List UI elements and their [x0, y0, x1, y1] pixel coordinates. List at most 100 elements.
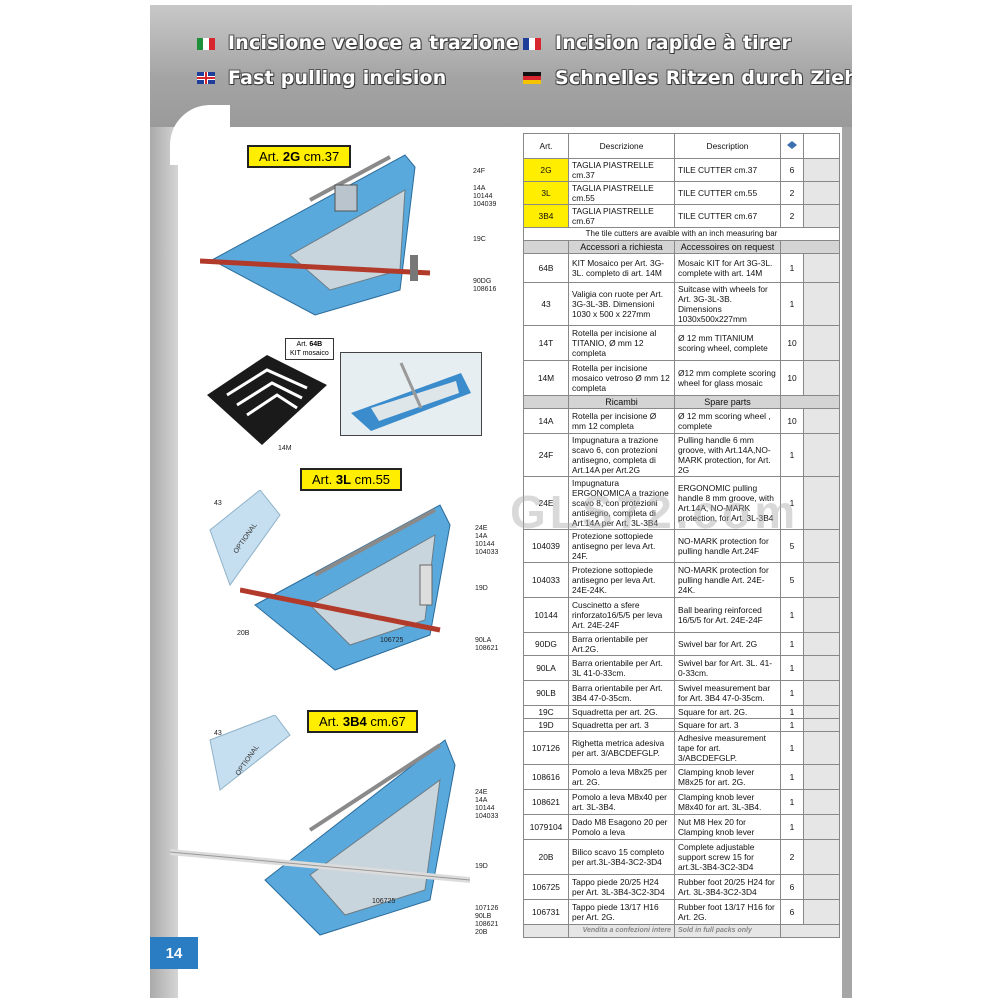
cell-qty: 10	[780, 360, 804, 396]
cell-qty: 1	[780, 433, 804, 477]
cell-it: Dado M8 Esagono 20 per Pomolo a leva	[568, 814, 675, 840]
cell-it: TAGLIA PIASTRELLE cm.37	[568, 158, 675, 182]
cell-it: Tappo piede 13/17 H16 per Art. 2G.	[568, 899, 675, 925]
callout-43-first: 43	[214, 500, 222, 507]
cell-blank	[803, 562, 840, 598]
cell-blank	[803, 718, 840, 732]
tile-cutter-3b4-illustration	[170, 739, 470, 936]
page-number: 14	[150, 937, 198, 969]
cell-art: 2G	[523, 158, 569, 182]
cell-qty: 1	[780, 789, 804, 815]
cell-qty: 1	[780, 705, 804, 719]
french-flag-icon	[523, 38, 541, 50]
cell-en: Ø 12 mm TITANIUM scoring wheel, complete	[674, 325, 781, 361]
cell-qty: 10	[780, 325, 804, 361]
cell-it: Barra orientabile per Art. 3L 41-0-33cm.	[568, 655, 675, 681]
german-flag-icon	[523, 72, 541, 84]
suitcase-illustration-1	[209, 490, 281, 587]
cell-art: 108621	[523, 789, 569, 815]
model-label-3b4: Art. 3B4 cm.67	[307, 710, 418, 733]
cell-en: Complete adjustable support screw 15 for…	[674, 839, 781, 875]
right-border-strip	[842, 127, 852, 998]
cell-art: 14A	[523, 408, 569, 434]
callout-90dg: 90DG	[473, 278, 492, 285]
callout-24f: 24F	[473, 168, 486, 175]
callout-10144-3b4: 10144	[475, 805, 495, 812]
cell-art: 3B4	[523, 204, 569, 228]
model-label-3l: Art. 3L cm.55	[300, 468, 403, 491]
cell-qty: 1	[780, 282, 804, 326]
cell-it: Bilico scavo 15 completo per art.3L-3B4-…	[568, 839, 675, 875]
callout-19d-3b4: 19D	[475, 863, 488, 870]
table-header-row: Art. Descrizione Description	[523, 133, 840, 159]
cell-art: 24F	[523, 433, 569, 477]
section-blank	[523, 240, 569, 254]
cell-art: 14T	[523, 325, 569, 361]
title-german: Schnelles Ritzen durch Ziehen	[555, 67, 852, 89]
cell-blank	[803, 282, 840, 326]
title-english: Fast pulling incision	[228, 67, 447, 89]
cell-art: 64B	[523, 253, 569, 283]
cell-qty: 1	[780, 597, 804, 633]
cell-blank	[803, 433, 840, 477]
cell-en: Clamping knob lever M8x25 for art. 2G.	[674, 764, 781, 790]
note-row: The tile cutters are avaible with an inc…	[523, 227, 840, 241]
header-art: Art.	[523, 133, 569, 159]
cell-qty: 1	[780, 253, 804, 283]
callout-19c: 19C	[473, 236, 486, 243]
callout-108621-3l: 108621	[475, 645, 499, 652]
cell-art: 19C	[523, 705, 569, 719]
cell-en: Square for art. 3	[674, 718, 781, 732]
cell-it: TAGLIA PIASTRELLE cm.55	[568, 181, 675, 205]
cell-blank	[803, 899, 840, 925]
uk-flag-icon	[197, 72, 215, 84]
cell-art: 107126	[523, 731, 569, 765]
title-french: Incision rapide à tirer	[555, 32, 792, 54]
cell-en: TILE CUTTER cm.67	[674, 204, 781, 228]
cell-art: 108616	[523, 764, 569, 790]
cell-blank	[803, 655, 840, 681]
cell-en: Nut M8 Hex 20 for Clamping knob lever	[674, 814, 781, 840]
callout-14a: 14A	[473, 185, 486, 192]
cell-en: TILE CUTTER cm.37	[674, 158, 781, 182]
cell-en: Swivel measurement bar for Art. 3B4 47-0…	[674, 680, 781, 706]
mosaic-kit-illustration	[207, 355, 327, 445]
inch-bar-note: The tile cutters are avaible with an inc…	[523, 227, 840, 241]
cell-it: Impugnatura ERGONOMICA a trazione scavo …	[568, 476, 675, 530]
cell-qty: 1	[780, 731, 804, 765]
tile-cutter-3l-illustration	[240, 504, 451, 671]
callout-14a-3l: 14A	[475, 533, 488, 540]
cell-blank	[803, 789, 840, 815]
cell-en: Pulling handle 6 mm groove, with Art.14A…	[674, 433, 781, 477]
title-italian: Incisione veloce a trazione	[228, 32, 520, 54]
cell-blank	[803, 814, 840, 840]
callout-14m: 14M	[278, 445, 292, 452]
model-label-2g: Art. 2G cm.37	[247, 145, 352, 168]
cell-art: 104039	[523, 529, 569, 563]
header-descrizione: Descrizione	[568, 133, 675, 159]
cell-en: Ø 12 mm scoring wheel , complete	[674, 408, 781, 434]
cell-blank	[803, 680, 840, 706]
cell-qty: 6	[780, 158, 804, 182]
cell-art: 43	[523, 282, 569, 326]
cell-en: NO-MARK protection for pulling handle Ar…	[674, 562, 781, 598]
cell-qty: 2	[780, 839, 804, 875]
cell-art: 10144	[523, 597, 569, 633]
cell-en: Rubber foot 20/25 H24 for Art. 3L-3B4-3C…	[674, 874, 781, 900]
cell-it: Valigia con ruote per Art. 3G-3L-3B. Dim…	[568, 282, 675, 326]
